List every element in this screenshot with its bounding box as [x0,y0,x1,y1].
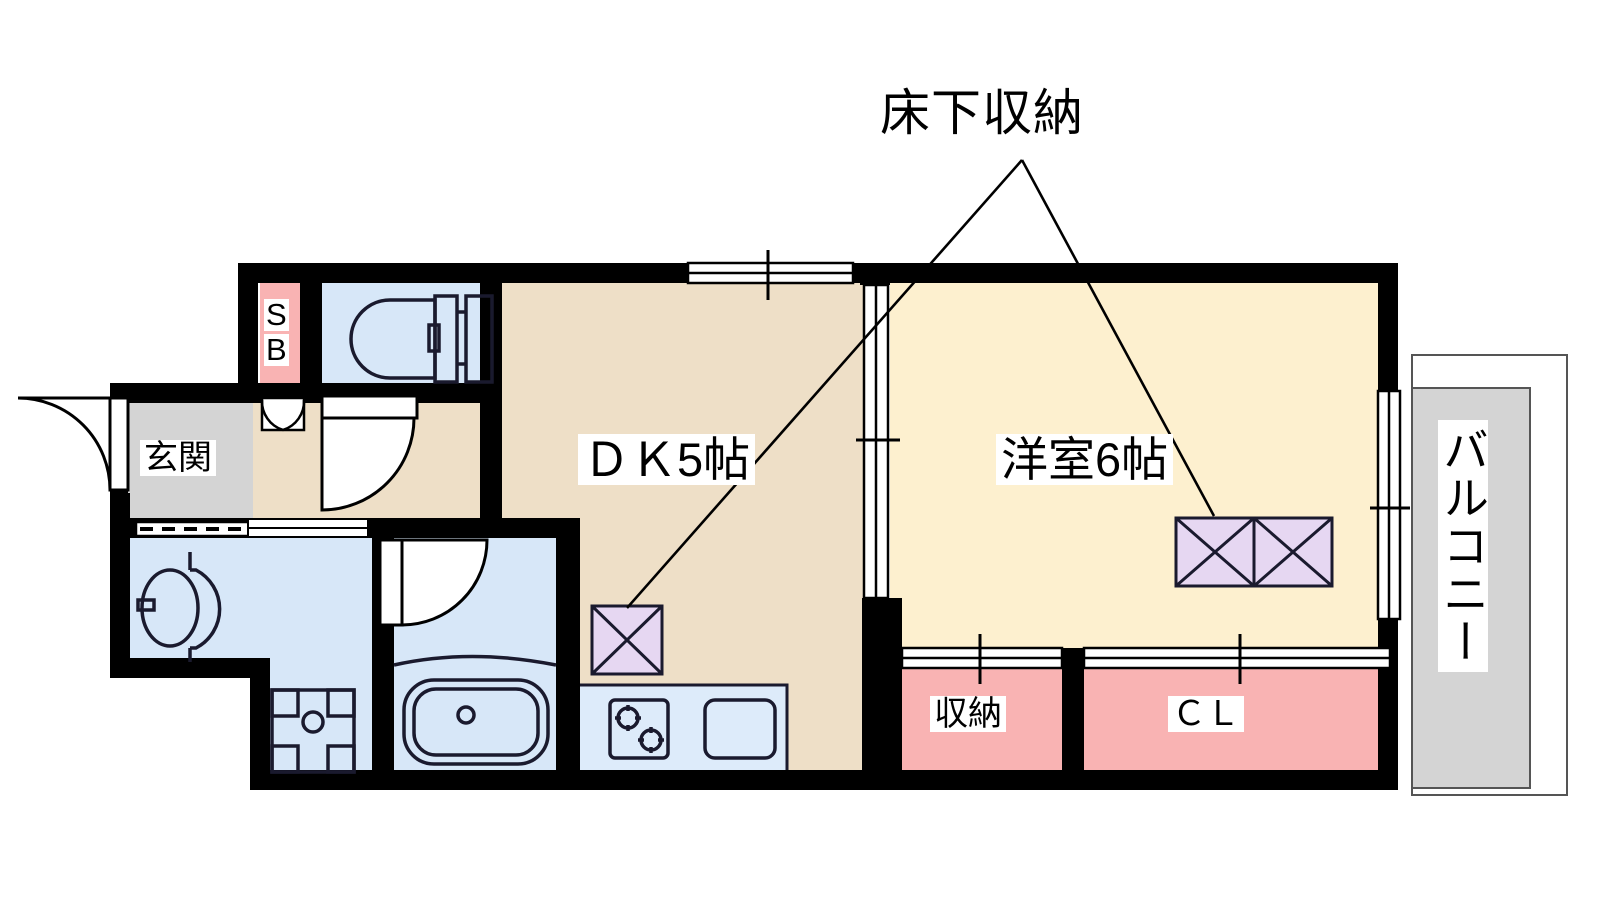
leader-to-dk-hatch [626,159,1023,609]
balcony-outer-edge [1411,354,1568,796]
wall-washroom-step [250,658,270,788]
wall-closet-divider [1062,648,1084,790]
bathroom-door [378,538,489,627]
wall-storage-left [880,598,902,790]
washbasin-icon [136,552,222,662]
room-label-balcony: バルコニー [1437,420,1489,672]
page-title: 床下収納 [880,85,1084,141]
closet-sliding-door [1082,634,1392,684]
room-label-shoe-box-b: B [264,332,289,367]
wall-genkan-top [110,383,258,403]
wall-bedroom-right-top [1378,263,1398,391]
room-label-bedroom: 洋室6帖 [996,434,1174,485]
dk-window [686,250,855,300]
room-label-shoe-box-s: S [264,297,289,332]
shoe-box-doors [260,396,306,432]
toilet-door [320,394,419,512]
fixtures [136,294,777,774]
washroom-sliding-door [134,518,369,538]
entrance-door [17,396,130,492]
bathtub-icon [393,654,557,766]
washroom-floor [128,538,375,775]
wall-dk-bedroom-top [860,263,890,285]
gas-stove-icon [608,698,670,760]
room-label-entrance: 玄関 [140,440,216,476]
title-leader-lines [626,159,1216,609]
washer-pan-icon [270,688,356,774]
wall-bedroom-right-bottom [1378,618,1398,790]
wall-washroom-lower [110,658,270,678]
dk-bedroom-sliding-door [856,283,900,600]
toilet-icon [349,294,494,384]
wall-left-upper [238,263,258,403]
room-label-storage: 収納 [930,696,1006,732]
wall-genkan-bottom [110,493,130,525]
underfloor-hatch-dk [590,604,664,676]
wall-dk-left-lower [556,518,580,788]
wall-sb-bottom [258,383,268,403]
wall-washroom-left [110,518,130,678]
openings [17,250,1410,684]
balcony-sliding-door [1370,389,1410,621]
wall-bottom [250,770,1398,790]
underfloor-hatches [590,516,1334,676]
room-label-closet: ＣＬ [1168,696,1244,732]
underfloor-hatch-bedroom [1174,516,1334,588]
room-label-dk: ＤＫ5帖 [578,434,756,485]
wall-toilet-bottom [258,383,502,403]
kitchen-sink-icon [703,698,777,760]
storage-sliding-door [900,634,1064,684]
shoe-box-floor [260,278,304,386]
leader-to-bedroom-hatch [1020,159,1216,517]
wall-toilet-left [300,263,322,403]
